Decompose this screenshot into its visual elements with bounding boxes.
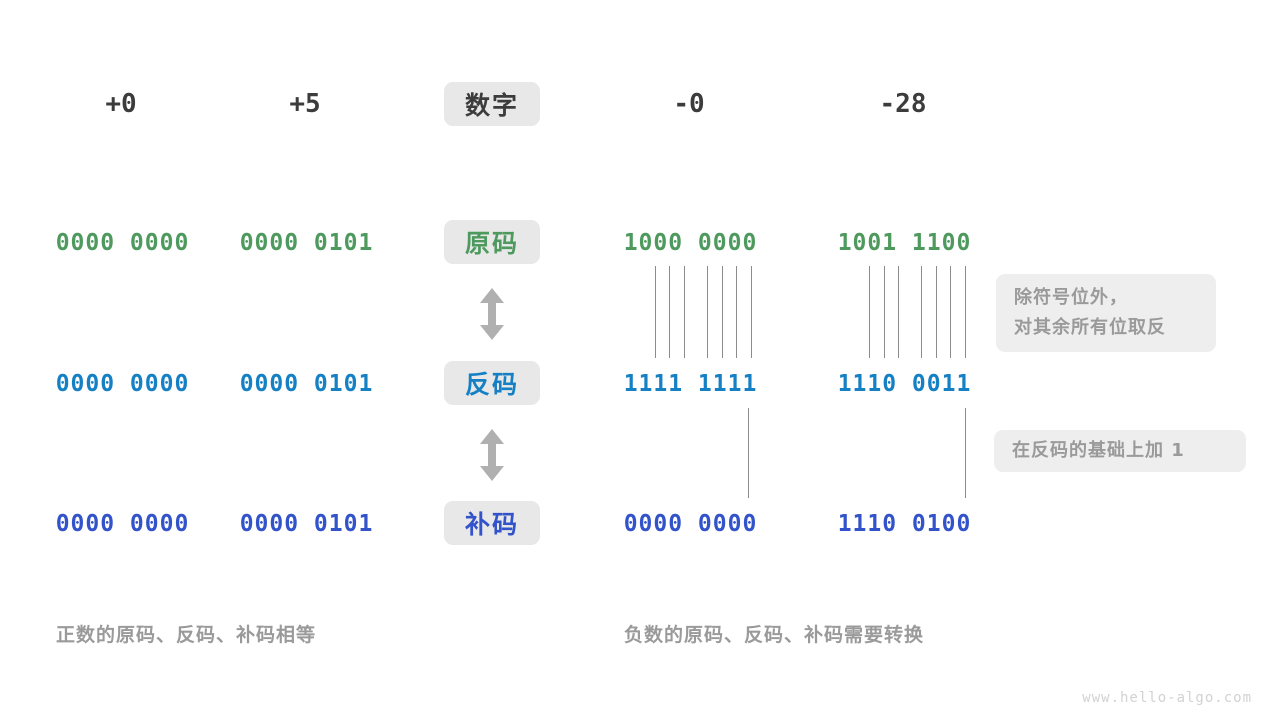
row-label-sign-magnitude: 原码 [444, 220, 540, 264]
bit-connector-line [921, 266, 922, 358]
sign-magnitude-plus-zero: 0000 0000 [55, 230, 190, 256]
carry-connector-line [965, 408, 966, 498]
column-header-minus-twentyeight: -28 [879, 89, 927, 119]
ones-complement-minus-zero: 1111 1111 [623, 371, 758, 397]
caption-negative-numbers: 负数的原码、反码、补码需要转换 [624, 624, 925, 646]
watermark: www.hello-algo.com [1082, 690, 1252, 706]
note-add-one: 在反码的基础上加 1 [994, 430, 1246, 472]
bit-connector-line [669, 266, 670, 358]
bit-connector-line [936, 266, 937, 358]
column-header-plus-zero: +0 [105, 89, 137, 119]
ones-complement-plus-zero: 0000 0000 [55, 371, 190, 397]
up-down-arrow-icon [475, 429, 509, 481]
row-label-number: 数字 [444, 82, 540, 126]
bit-connector-line [869, 266, 870, 358]
bit-connector-line [655, 266, 656, 358]
row-label-ones-complement: 反码 [444, 361, 540, 405]
up-down-arrow-icon [475, 288, 509, 340]
bit-connector-line [722, 266, 723, 358]
row-label-twos-complement: 补码 [444, 501, 540, 545]
twos-complement-minus-twentyeight: 1110 0100 [837, 511, 972, 537]
bit-connector-line [965, 266, 966, 358]
twos-complement-plus-five: 0000 0101 [239, 511, 374, 537]
ones-complement-minus-twentyeight: 1110 0011 [837, 371, 972, 397]
twos-complement-minus-zero: 0000 0000 [623, 511, 758, 537]
bit-connector-line [898, 266, 899, 358]
bit-connector-line [684, 266, 685, 358]
carry-connector-line [748, 408, 749, 498]
note-add-one-line1: 在反码的基础上加 1 [1012, 440, 1185, 461]
note-invert-bits-line1: 除符号位外， [1014, 287, 1128, 308]
column-header-plus-five: +5 [289, 89, 321, 119]
bit-connector-line [884, 266, 885, 358]
bit-connector-line [736, 266, 737, 358]
ones-complement-plus-five: 0000 0101 [239, 371, 374, 397]
bit-connector-line [950, 266, 951, 358]
caption-positive-numbers: 正数的原码、反码、补码相等 [56, 624, 317, 646]
column-header-minus-zero: -0 [673, 89, 705, 119]
twos-complement-plus-zero: 0000 0000 [55, 511, 190, 537]
sign-magnitude-minus-twentyeight: 1001 1100 [837, 230, 972, 256]
bit-connector-line [707, 266, 708, 358]
sign-magnitude-plus-five: 0000 0101 [239, 230, 374, 256]
note-invert-bits: 除符号位外， 对其余所有位取反 [996, 274, 1216, 352]
sign-magnitude-minus-zero: 1000 0000 [623, 230, 758, 256]
note-invert-bits-line2: 对其余所有位取反 [1014, 317, 1166, 338]
bit-connector-line [751, 266, 752, 358]
